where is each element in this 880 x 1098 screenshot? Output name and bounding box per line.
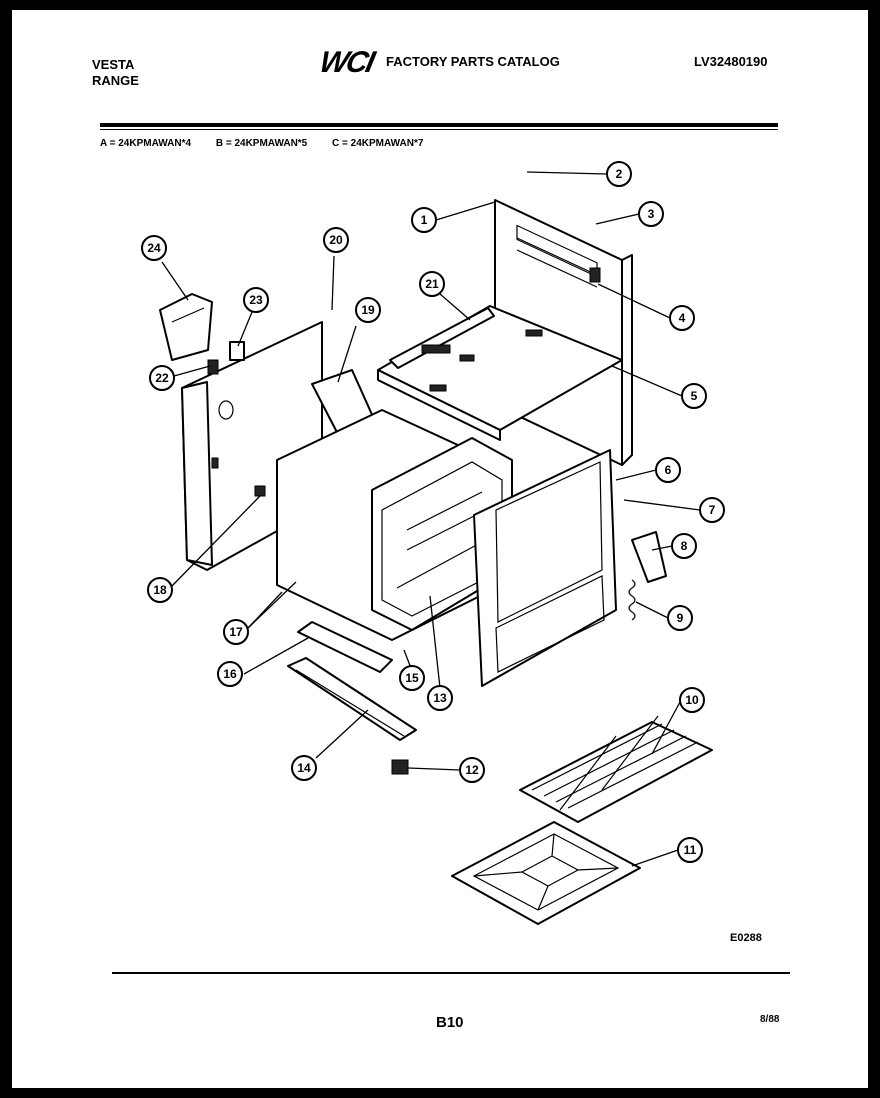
exploded-parts-diagram: 1 2 3 4 5 6 7 8 9 10 11 12 13 14 15 16 1…	[141, 161, 725, 925]
svg-text:2: 2	[616, 167, 623, 181]
callout-18: 18	[147, 577, 173, 603]
callout-22: 22	[149, 365, 175, 391]
door-hinge	[631, 531, 667, 583]
svg-text:13: 13	[433, 691, 447, 705]
page-number: B10	[436, 1014, 464, 1031]
callout-20: 20	[323, 227, 349, 253]
callout-12: 12	[459, 757, 485, 783]
svg-text:23: 23	[249, 293, 263, 307]
svg-text:5: 5	[691, 389, 698, 403]
svg-text:24: 24	[147, 241, 161, 255]
model-b: B = 24KPMAWAN*5	[215, 138, 308, 149]
svg-text:17: 17	[229, 625, 243, 639]
callout-3: 3	[638, 201, 664, 227]
clip-part-22	[207, 359, 219, 375]
svg-text:12: 12	[465, 763, 479, 777]
kick-panel	[287, 657, 417, 741]
callout-13: 13	[427, 685, 453, 711]
svg-text:18: 18	[153, 583, 167, 597]
broiler-pan	[451, 821, 641, 925]
callout-19: 19	[355, 297, 381, 323]
door-spring	[628, 579, 636, 621]
catalog-title: FACTORY PARTS CATALOG	[386, 54, 560, 69]
page-date: 8/88	[760, 1014, 780, 1025]
svg-text:9: 9	[677, 611, 684, 625]
svg-text:19: 19	[361, 303, 375, 317]
callout-1: 1	[411, 207, 437, 233]
figure-code: E0288	[730, 932, 762, 944]
callout-5: 5	[681, 383, 707, 409]
brand-block: VESTA RANGE	[92, 57, 139, 89]
rear-bracket	[389, 307, 495, 369]
catalog-number: LV32480190	[694, 54, 768, 69]
oven-door	[473, 449, 617, 687]
oven-rack	[519, 715, 713, 823]
callout-7: 7	[699, 497, 725, 523]
leader-lines	[161, 171, 701, 867]
header-rule	[100, 123, 778, 127]
svg-text:10: 10	[685, 693, 699, 707]
svg-text:16: 16	[223, 667, 237, 681]
header-rule-thin	[100, 129, 778, 130]
footer-rule	[112, 972, 790, 974]
callout-10: 10	[679, 687, 705, 713]
flue-duct	[159, 293, 213, 361]
model-a: A = 24KPMAWAN*4	[100, 138, 192, 149]
svg-text:1: 1	[421, 213, 428, 227]
callout-11: 11	[677, 837, 703, 863]
svg-text:21: 21	[425, 277, 439, 291]
callout-6: 6	[655, 457, 681, 483]
catalog-page: VESTA RANGE WCI FACTORY PARTS CATALOG LV…	[12, 10, 868, 1088]
callout-16: 16	[217, 661, 243, 687]
model-c: C = 24KPMAWAN*7	[332, 138, 424, 149]
callout-4: 4	[669, 305, 695, 331]
callout-17: 17	[223, 619, 249, 645]
svg-text:11: 11	[684, 843, 697, 857]
svg-text:6: 6	[665, 463, 672, 477]
svg-text:3: 3	[648, 207, 655, 221]
svg-text:20: 20	[329, 233, 343, 247]
product-type: RANGE	[92, 73, 139, 88]
callout-24: 24	[141, 235, 167, 261]
svg-text:22: 22	[155, 371, 169, 385]
callout-23: 23	[243, 287, 269, 313]
callout-21: 21	[419, 271, 445, 297]
brand-name: VESTA	[92, 57, 135, 72]
callout-2: 2	[606, 161, 632, 187]
callout-8: 8	[671, 533, 697, 559]
clip-part-23	[229, 341, 245, 361]
model-list: A = 24KPMAWAN*4 B = 24KPMAWAN*5 C = 24KP…	[100, 138, 445, 149]
svg-text:4: 4	[679, 311, 686, 325]
callout-14: 14	[291, 755, 317, 781]
callout-15: 15	[399, 665, 425, 691]
bottom-trim	[297, 621, 393, 673]
svg-text:8: 8	[681, 539, 688, 553]
leveling-leg	[391, 759, 409, 775]
svg-text:15: 15	[405, 671, 419, 685]
svg-text:14: 14	[297, 761, 311, 775]
callout-9: 9	[667, 605, 693, 631]
svg-text:7: 7	[709, 503, 716, 517]
